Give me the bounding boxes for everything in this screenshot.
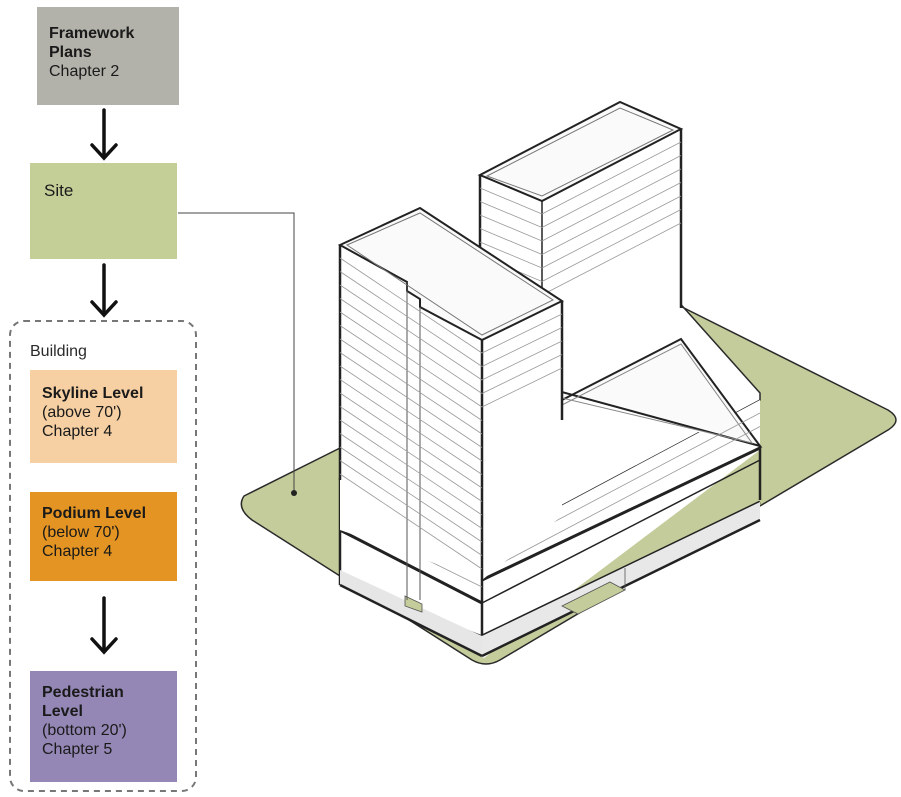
floor-line [339, 473, 483, 570]
floor-line [339, 257, 483, 354]
skyline-level-box: Skyline Level (above 70') Chapter 4 [30, 370, 177, 463]
site-title: Site [44, 181, 74, 200]
floor-line [339, 311, 483, 408]
floor-line [481, 340, 563, 381]
floor-line [541, 155, 682, 228]
arrow-framework-to-site [90, 108, 118, 161]
front-tower [337, 206, 565, 600]
floor-line [541, 195, 682, 269]
podium-level-range: (below 70') [42, 524, 120, 541]
skyline-level-range: (above 70') [42, 404, 122, 421]
floor-line [541, 182, 682, 255]
pedestrian-level-box: Pedestrian Level (bottom 20') Chapter 5 [30, 671, 177, 782]
pedestrian-level-title: Pedestrian Level [42, 684, 124, 720]
skyline-level-chapter: Chapter 4 [42, 423, 113, 440]
floor-line [339, 284, 483, 381]
podium-level-title: Podium Level [42, 505, 147, 522]
floor-line [479, 201, 543, 228]
floor-line [339, 460, 483, 556]
arrow-site-to-building [90, 263, 118, 318]
floor-line [339, 271, 483, 367]
building-group-label: Building [30, 343, 87, 360]
floor-line [339, 406, 483, 502]
floor-line [339, 419, 483, 516]
floor-line [481, 354, 563, 394]
floor-line [481, 367, 563, 408]
floor-line [541, 141, 682, 215]
floor-line [481, 327, 563, 367]
floor-line [481, 313, 563, 354]
framework-plans-title: Framework Plans [49, 25, 135, 61]
floor-line [339, 392, 483, 489]
floor-line [541, 168, 682, 242]
skyline-level-title: Skyline Level [42, 385, 144, 402]
pedestrian-level-range: (bottom 20') [42, 722, 127, 739]
framework-plans-chapter: Chapter 2 [49, 63, 120, 80]
site-box: Site [30, 163, 177, 259]
floor-line [479, 187, 543, 215]
podium-level-chapter: Chapter 4 [42, 543, 113, 560]
podium-block [338, 337, 763, 658]
floor-line [479, 228, 543, 255]
floor-line [339, 352, 483, 448]
arrow-podium-to-pedestrian [90, 596, 118, 655]
floor-line [339, 298, 483, 394]
framework-plans-box: Framework Plans Chapter 2 [37, 7, 179, 105]
site-leader-dot [291, 490, 297, 496]
floor-line [479, 214, 543, 242]
floor-line [339, 325, 483, 421]
floor-line [339, 338, 483, 435]
pedestrian-level-chapter: Chapter 5 [42, 741, 113, 758]
floor-line [481, 426, 761, 574]
floor-line [541, 209, 682, 282]
floor-line [339, 379, 483, 475]
podium-level-box: Podium Level (below 70') Chapter 4 [30, 492, 177, 581]
floor-line [339, 365, 483, 462]
floor-line [339, 446, 483, 543]
floor-line [541, 222, 682, 296]
site-leader-line [178, 212, 295, 493]
floor-line [339, 433, 483, 529]
floor-line [479, 241, 543, 269]
building-group-outline [9, 320, 197, 792]
